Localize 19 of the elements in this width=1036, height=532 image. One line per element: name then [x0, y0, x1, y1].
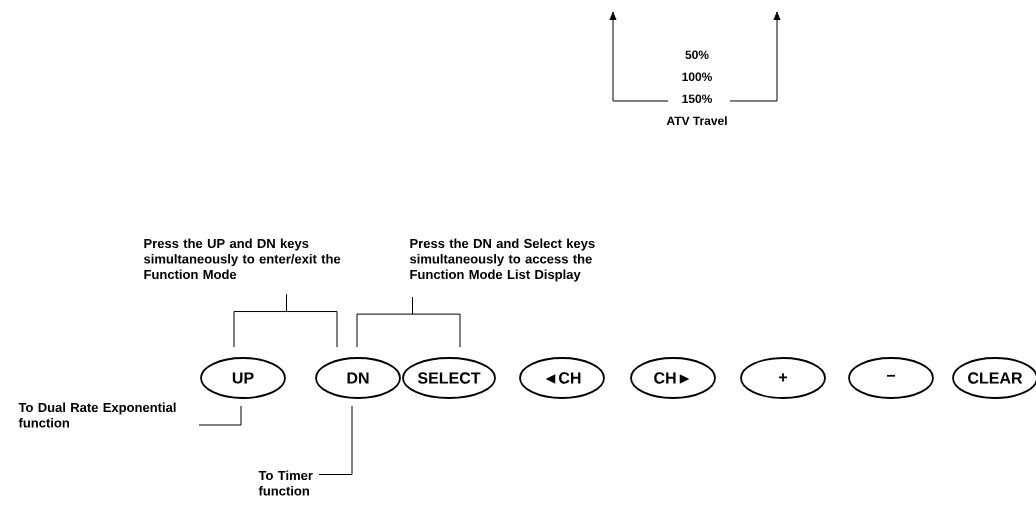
- leader-line: [286, 294, 338, 348]
- instruction-text: To Dual Rate Exponential function: [18, 402, 176, 428]
- key-button: ◄CH: [519, 357, 605, 399]
- key-button: DN: [315, 357, 401, 399]
- key-button: UP: [200, 357, 286, 399]
- leader-line: [198, 405, 242, 426]
- key-button: −: [848, 357, 934, 399]
- arrow: [609, 11, 669, 102]
- leader-line: [412, 296, 461, 348]
- key-button: CH►: [630, 357, 716, 399]
- leader-line: [318, 405, 353, 475]
- arrow: [729, 11, 781, 102]
- key-button: +: [740, 357, 826, 399]
- travel-label: 50% 100% 150% ATV Travel: [666, 50, 727, 125]
- instruction-text: Press the UP and DN keys simultaneously to enter/exit the Function Mode: [143, 238, 341, 280]
- key-button: CLEAR: [952, 357, 1036, 399]
- key-button: SELECT: [402, 357, 496, 399]
- instruction-text: To Timer function: [258, 470, 313, 496]
- instruction-text: Press the DN and Select keys simultaneously to access the Function Mode List Display: [409, 238, 595, 282]
